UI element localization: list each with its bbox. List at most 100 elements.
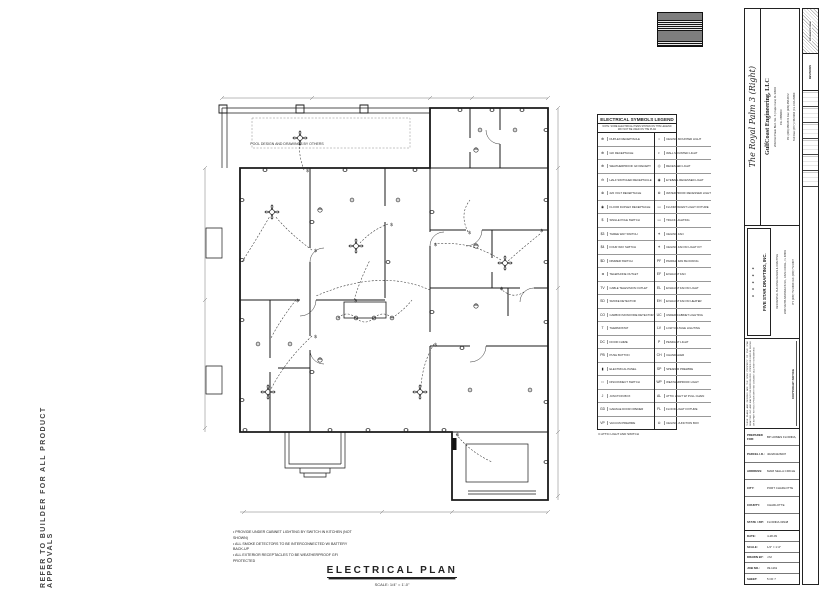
project-row-value: 402204226007 — [767, 452, 787, 456]
revision-column: ENGINEER'S SEAL REVISIONS — [802, 8, 819, 585]
revisions-label-cell: REVISIONS — [803, 54, 818, 91]
legend-symbol: VP — [598, 420, 608, 425]
project-info-block: PREPARED FOR:BP HOMES FLORIDA, LLCPARCEL… — [745, 429, 799, 531]
edge-filler — [803, 187, 818, 584]
revision-row — [803, 171, 818, 187]
engineer-block: GulfCoast Engineering, LLC 2002 Del Prad… — [761, 9, 799, 225]
sheet-row-label: SHEET: — [747, 577, 758, 582]
legend-label: CHANDELIER — [666, 353, 685, 358]
legend-label: CABLE TELEVISION OUTLET — [609, 285, 648, 290]
project-row-label: PARCEL I.D.: — [747, 452, 765, 456]
switch-symbol: $ — [354, 298, 357, 304]
wiring-arc — [274, 215, 313, 251]
duplex-outlet-symbol — [384, 259, 392, 265]
wiring-arc — [269, 299, 297, 341]
revision-row — [803, 155, 818, 171]
legend-label: TELEPHONE OUTLET — [609, 272, 639, 277]
revision-row — [803, 139, 818, 155]
legend-label: SINGLE POLE SWITCH — [609, 218, 640, 223]
recessed-light-symbol — [349, 197, 355, 203]
plan-title: ELECTRICAL PLAN — [326, 565, 458, 578]
legend-row: ◄TELEPHONE OUTLET — [598, 268, 654, 282]
project-row-label: ADDRESS: — [747, 469, 763, 473]
pool-outline — [251, 117, 411, 149]
legend-label: RECESSED LIGHT — [666, 164, 691, 169]
legend-symbol: ▭ — [655, 204, 665, 209]
plan-static — [202, 95, 561, 515]
legend-subtitle: NOTE: SOME ELECTRICAL ITEMS SHOWN ON THI… — [598, 124, 676, 133]
legend-footnote: ⊙ ATTIC LIGHT AND SWITCH — [598, 432, 639, 436]
wiring-arc — [359, 223, 389, 244]
recessed-light-symbol — [467, 387, 473, 393]
switch-symbol: $ — [306, 168, 309, 174]
wiring-arc — [241, 215, 271, 263]
legend-label: WALL MOUNTED LIGHT — [666, 150, 698, 155]
legend-symbol: ◄ — [598, 272, 608, 277]
drafter-address-line: PH: (239) 772-0606 FAX: (239) 772-0607 — [791, 259, 795, 305]
legend-symbol: ✶ — [655, 245, 665, 250]
legend-symbol: AL — [655, 393, 665, 398]
sheet-row: DRAWN BY:J.M. — [745, 553, 799, 564]
pool-by-others-note: POOL DESIGN AND DRAWINGS BY OTHERS — [250, 142, 324, 146]
ceiling-fan-symbol — [260, 384, 276, 400]
legend-label: EXHAUST FAN — [666, 272, 686, 277]
legend-label: CEILING JUNCTION BOX — [666, 420, 699, 425]
legend-label: UNDER CABINET LIGHTING — [666, 312, 703, 317]
spec-stamp — [657, 12, 703, 47]
drafter-logo: ★ ★ ★ ★ ★ FIVE STAR DRAFTING, INC. — [747, 228, 771, 336]
title-block-header: The Royal Palm 3 (Right) GulfCoast Engin… — [745, 9, 799, 226]
engineer-address-line: 2002 Del Prado Blvd. Ste. S | Cape Coral… — [774, 87, 778, 147]
sheet-row: DATE:4-28-09 — [745, 531, 799, 542]
recessed-light-symbol — [335, 315, 341, 321]
legend-label: 220 VOLT RECEPTACLE — [609, 191, 642, 196]
legend-symbol: EF — [655, 272, 665, 277]
exterior-walls — [239, 107, 549, 501]
drafter-name: FIVE STAR DRAFTING, INC. — [761, 253, 767, 311]
legend-label: WATERPROOF RECESSED LIGHT — [666, 191, 712, 196]
switch-symbol: $ — [468, 230, 471, 236]
legend-label: ELECTRICAL PANEL — [609, 366, 637, 371]
legend-symbol: $D — [598, 258, 608, 263]
legend-label: SPEAKER PREWIRE — [666, 366, 694, 371]
legend-symbol: ▭ — [655, 218, 665, 223]
legend-symbol: DC — [598, 339, 608, 344]
legend-symbol: ◐ — [655, 150, 665, 155]
drafter-address-line: RESIDENTIAL BUILDING DESIGN & DRAFTING — [775, 254, 779, 310]
legend-row: ⊕GFI RECEPTACLE — [598, 147, 654, 160]
legend-label: ATTIC LIGHT W/ PULL CHAIN — [666, 393, 705, 398]
legend-label: CEILING FAN W/ LIGHT KIT — [666, 245, 702, 250]
legend-row: ⊗220 VOLT RECEPTACLE — [598, 187, 654, 201]
legend-label: DOOR CHIME — [609, 339, 628, 344]
drafter-address-line: 2316 SANTA BARBARA BLVD., CAPE CORAL, FL… — [783, 250, 787, 314]
legend-symbol: FL — [655, 407, 665, 412]
recessed-light-symbol — [527, 387, 533, 393]
legend-label: LOW VOLTAGE LIGHTING — [666, 326, 701, 331]
legend-symbol: ◉ — [598, 204, 608, 209]
legend-label: CEILING MOUNTED LIGHT — [666, 137, 702, 142]
legend-label: PADDLE FAN BLOCKING — [666, 258, 699, 263]
project-row: COUNTY:CHARLOTTE — [745, 497, 799, 514]
revision-row — [803, 107, 818, 123]
sheet-row-label: DRAWN BY: — [747, 555, 764, 560]
sheet-row-label: SCALE: — [747, 544, 758, 549]
legend-label: WEATHERPROOF GFI RECEPT. — [609, 164, 652, 169]
garage-inner — [465, 443, 529, 483]
legend-symbol: GD — [598, 407, 608, 412]
wiring-arc — [455, 433, 493, 463]
recessed-light-symbol — [389, 315, 395, 321]
legend-row: ⊚WATERPROOF RECESSED LIGHT — [654, 187, 712, 201]
switch-symbol: $ — [434, 242, 437, 248]
ceiling-fan-symbol — [412, 384, 428, 400]
plan-scale: SCALE: 1/4" = 1'-0" — [374, 582, 410, 587]
project-row: ADDRESS:MARI SELLA CIRCLE — [745, 463, 799, 480]
